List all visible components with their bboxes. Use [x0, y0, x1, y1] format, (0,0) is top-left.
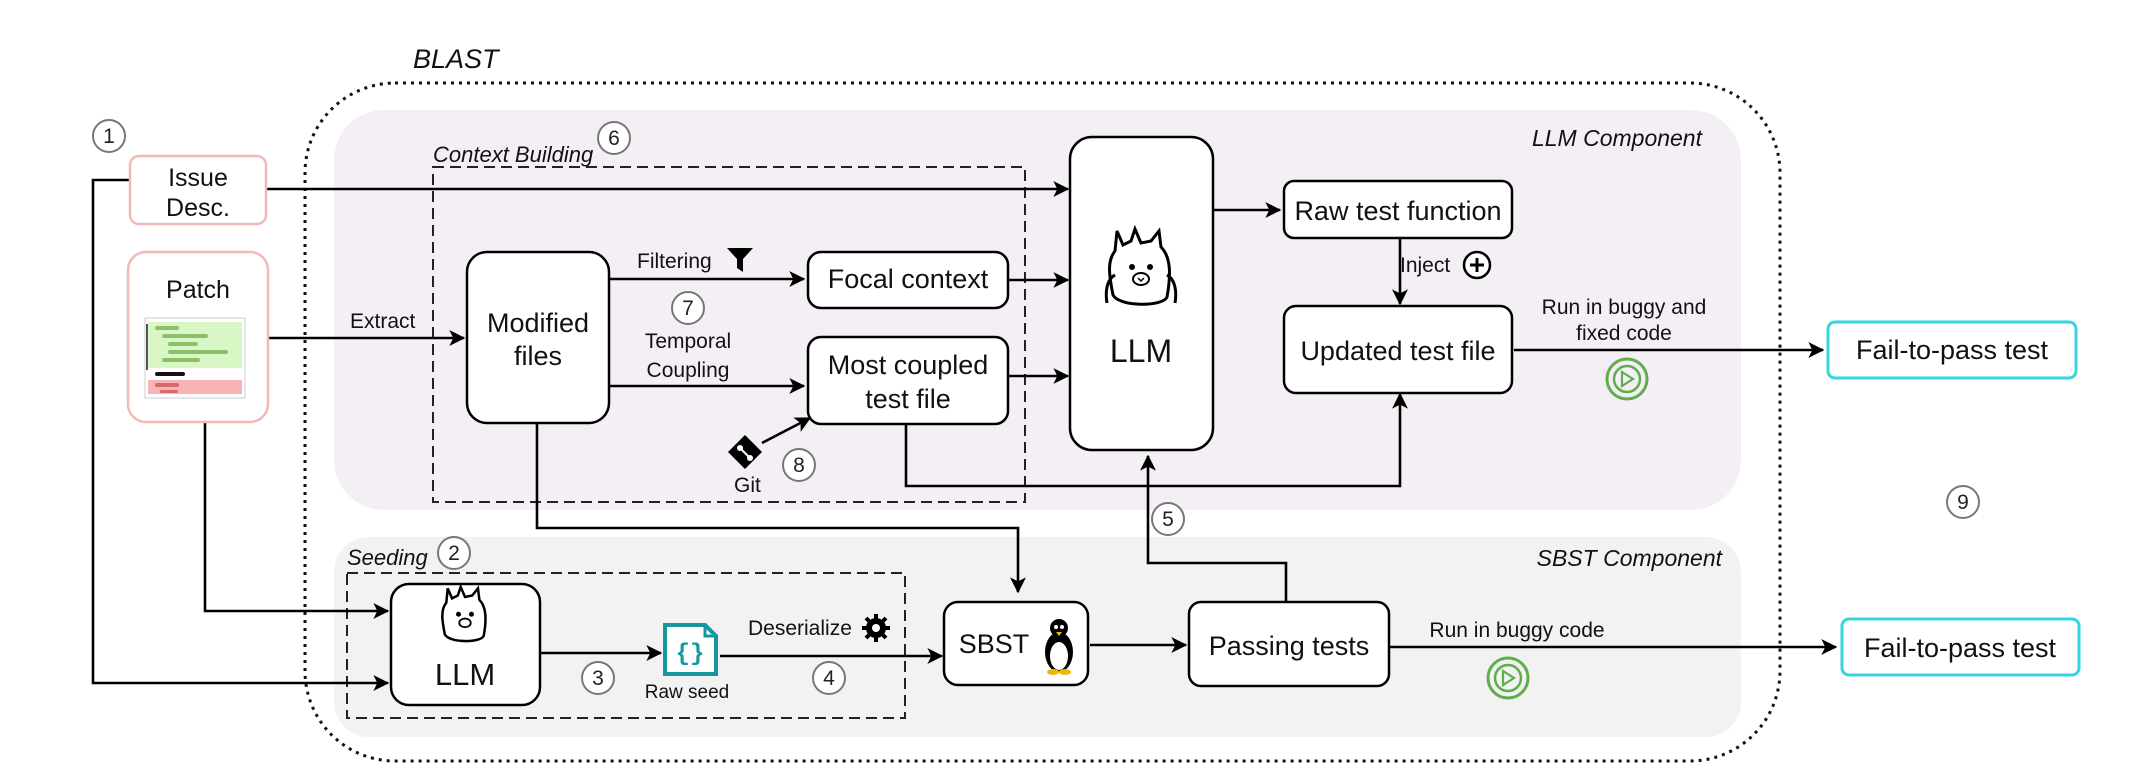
svg-text:{}: {}	[676, 641, 705, 668]
step-3: 3	[581, 661, 615, 695]
llm-component-label: LLM Component	[1532, 125, 1704, 151]
focal-context-label: Focal context	[828, 264, 989, 294]
step-7: 7	[671, 291, 705, 325]
plus-icon	[1462, 250, 1492, 280]
run-buggy-fixed-line2: fixed code	[1576, 322, 1672, 345]
code-snippet-icon	[144, 317, 246, 399]
patch-label: Patch	[166, 276, 230, 304]
json-file-icon: {}	[663, 623, 718, 676]
issue-desc-box: Issue Desc.	[128, 154, 268, 226]
svg-text:1: 1	[103, 125, 115, 148]
seeding-box	[346, 572, 906, 719]
funnel-icon	[727, 248, 753, 272]
sbst-label: SBST	[959, 629, 1030, 659]
extract-label: Extract	[350, 310, 416, 333]
modified-to-sbst-arrow	[535, 423, 1026, 594]
updated-test-file-label: Updated test file	[1300, 336, 1495, 366]
inject-label: Inject	[1400, 254, 1450, 277]
most-coupled-line2: test file	[865, 384, 951, 414]
svg-text:5: 5	[1162, 508, 1174, 531]
deserialize-label: Deserialize	[748, 617, 852, 640]
context-building-label: Context Building	[433, 142, 594, 167]
git-arrow	[761, 416, 812, 445]
issue-label-line1: Issue	[168, 164, 228, 192]
llm-seed-label: LLM	[435, 657, 495, 692]
passing-tests-label: Passing tests	[1209, 631, 1370, 661]
play-icon	[1605, 357, 1649, 401]
fail-to-pass-bottom-label: Fail-to-pass test	[1864, 633, 2057, 663]
step-2: 2	[437, 536, 471, 570]
raw-test-function-node: Raw test function	[1282, 179, 1514, 240]
step-1: 1	[92, 119, 126, 153]
context-building-box	[432, 166, 1026, 503]
svg-text:9: 9	[1957, 491, 1969, 514]
blast-boundary	[303, 81, 1782, 763]
temporal-label-line2: Coupling	[647, 359, 730, 382]
svg-text:7: 7	[682, 297, 694, 320]
git-icon	[728, 435, 762, 469]
most-coupled-line1: Most coupled	[828, 350, 989, 380]
filtering-label: Filtering	[637, 250, 712, 273]
patch-box: Patch	[126, 250, 270, 424]
focal-context-node: Focal context	[806, 250, 1010, 310]
modified-files-line2: files	[514, 341, 562, 371]
penguin-icon	[1045, 619, 1073, 675]
llama-icon	[441, 583, 487, 643]
step-8: 8	[782, 448, 816, 482]
run-buggy-label: Run in buggy code	[1429, 619, 1604, 642]
coupled-to-updated-arrow	[904, 392, 1408, 488]
git-label: Git	[734, 474, 761, 497]
blast-title: BLAST	[413, 44, 501, 74]
issue-label-line2: Desc.	[166, 194, 230, 222]
svg-text:2: 2	[448, 542, 460, 565]
patch-to-seed-llm-arrow	[203, 422, 390, 619]
seeding-label: Seeding	[347, 545, 429, 570]
sbst-node: SBST	[942, 600, 1090, 687]
llm-seed-node: LLM	[389, 582, 542, 707]
step-4: 4	[812, 661, 846, 695]
fail-to-pass-top-label: Fail-to-pass test	[1856, 335, 2049, 365]
raw-test-function-label: Raw test function	[1294, 196, 1501, 226]
llm-main-node: LLM	[1068, 135, 1215, 452]
temporal-label-line1: Temporal	[645, 330, 731, 353]
svg-text:3: 3	[592, 667, 604, 690]
llm-main-label: LLM	[1110, 333, 1172, 369]
play-icon	[1486, 656, 1530, 700]
run-buggy-fixed-line1: Run in buggy and	[1542, 296, 1707, 319]
svg-text:8: 8	[793, 454, 805, 477]
gear-icon	[862, 614, 890, 642]
issue-to-seed-llm-arrow	[91, 178, 390, 691]
raw-seed-label: Raw seed	[645, 682, 730, 703]
sbst-component-label: SBST Component	[1537, 545, 1724, 571]
passing-tests-node: Passing tests	[1187, 600, 1391, 688]
svg-text:6: 6	[608, 127, 620, 150]
step-6: 6	[597, 121, 631, 155]
llama-icon	[1104, 224, 1178, 306]
passing-to-llm-arrow	[1140, 454, 1288, 601]
fail-to-pass-bottom-node: Fail-to-pass test	[1840, 617, 2081, 677]
modified-files-node: Modified files	[465, 250, 611, 425]
modified-files-line1: Modified	[487, 308, 589, 338]
step-9: 9	[1946, 485, 1980, 519]
step-5: 5	[1151, 502, 1185, 536]
most-coupled-node: Most coupled test file	[806, 335, 1010, 426]
fail-to-pass-top-node: Fail-to-pass test	[1826, 320, 2078, 380]
updated-test-file-node: Updated test file	[1282, 304, 1514, 395]
svg-text:4: 4	[823, 667, 835, 690]
